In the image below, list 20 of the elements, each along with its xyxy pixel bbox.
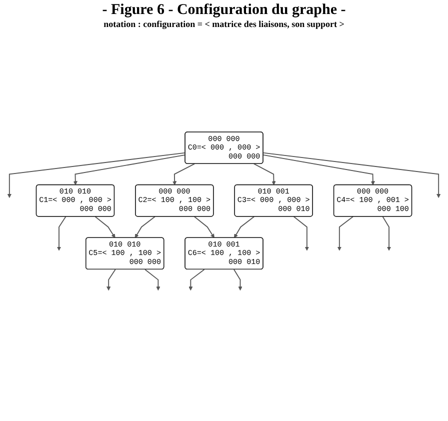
arrow [234,268,242,291]
arrow [262,152,441,198]
arrow [7,152,186,198]
arrow [134,216,156,238]
arrow [144,268,160,291]
arrow [188,268,205,291]
arrow [234,216,255,238]
figure-title: - Figure 6 - Configuration du graphe - [101,2,347,19]
arrow [106,268,116,291]
notation-note: notation : configuration = < matrice des liaisons, son support > [102,19,346,29]
arrow [337,216,354,251]
arrow [382,216,392,251]
arrow [194,216,214,238]
arrow [293,216,309,251]
arrow [56,216,66,251]
arrow [172,163,196,186]
arrow [94,216,116,238]
arrow [262,154,375,186]
arrow [73,154,186,186]
arrow [253,163,276,186]
